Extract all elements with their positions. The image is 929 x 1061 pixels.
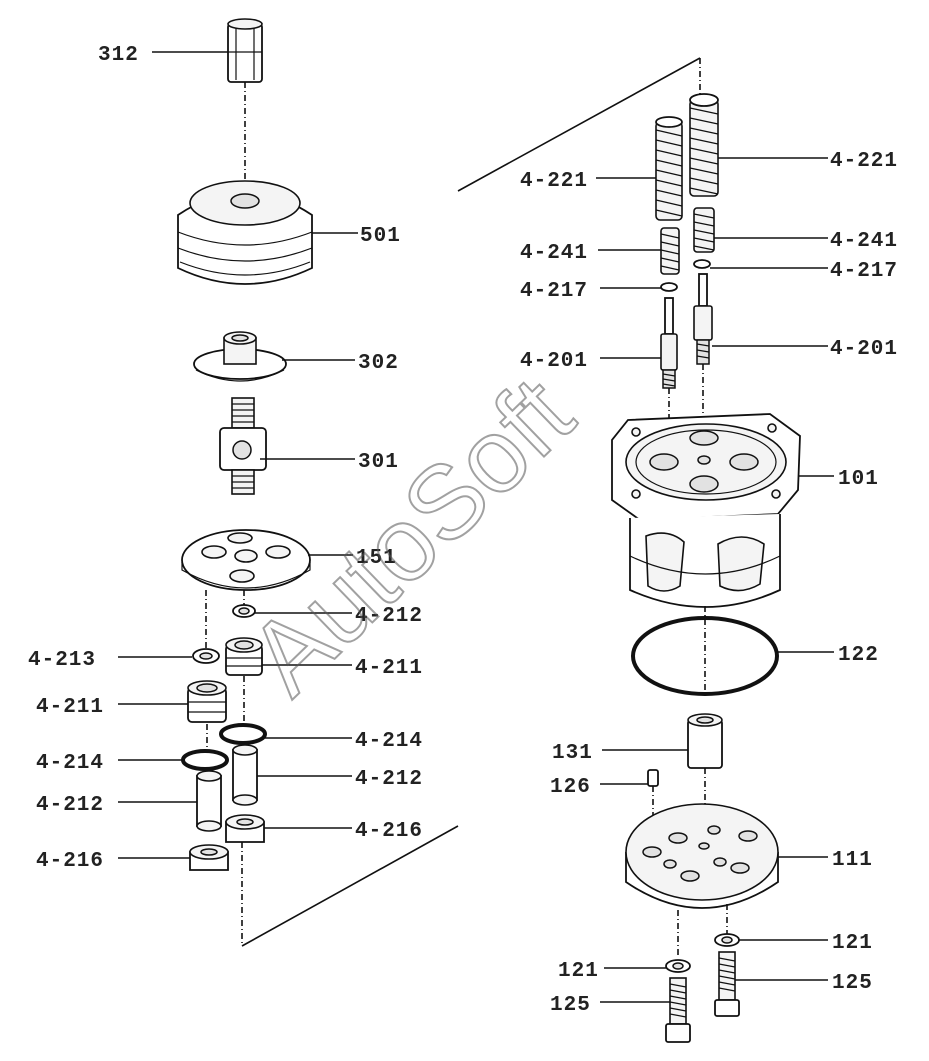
label-4-217-left: 4-217 <box>520 280 588 303</box>
part-4-212-sleeve-right <box>232 744 258 806</box>
label-312: 312 <box>98 44 139 67</box>
part-4-214-oring-right <box>219 723 267 745</box>
part-126-pin <box>647 769 659 787</box>
label-301: 301 <box>358 451 399 474</box>
label-4-201-left: 4-201 <box>520 350 588 373</box>
label-4-201-right: 4-201 <box>830 338 898 361</box>
part-122-oring <box>631 616 779 696</box>
label-111: 111 <box>832 849 873 872</box>
part-151-plate <box>181 529 311 591</box>
label-4-211-right: 4-211 <box>355 657 423 680</box>
part-4-212-sleeve-left <box>196 770 222 832</box>
label-4-212-a: 4-212 <box>355 605 423 628</box>
label-131: 131 <box>552 742 593 765</box>
part-125-bolt-right <box>714 951 740 1017</box>
part-4-212-washer <box>232 604 256 618</box>
part-501-cover <box>177 180 313 285</box>
label-4-212-c: 4-212 <box>355 768 423 791</box>
label-4-214-right: 4-214 <box>355 730 423 753</box>
label-125-right: 125 <box>832 972 873 995</box>
label-4-221-left: 4-221 <box>520 170 588 193</box>
label-4-212-b: 4-212 <box>36 794 104 817</box>
part-302-plate <box>193 331 287 382</box>
part-4-213-washer <box>192 648 220 664</box>
label-4-216-left: 4-216 <box>36 850 104 873</box>
label-151: 151 <box>356 547 397 570</box>
part-4-201-spool-left <box>660 297 678 389</box>
part-4-217-washer-left <box>660 282 678 292</box>
label-126: 126 <box>550 776 591 799</box>
label-501: 501 <box>360 225 401 248</box>
label-122: 122 <box>838 644 879 667</box>
part-101-body <box>611 413 801 608</box>
label-125-left: 125 <box>550 994 591 1017</box>
label-302: 302 <box>358 352 399 375</box>
part-4-216-nut-right <box>225 814 265 843</box>
part-4-214-oring-left <box>181 749 229 771</box>
part-131-sleeve <box>687 713 723 769</box>
label-4-211-left: 4-211 <box>36 696 104 719</box>
part-4-201-spool-right <box>693 273 713 365</box>
label-121-left: 121 <box>558 960 599 983</box>
part-125-bolt-left <box>665 977 691 1043</box>
label-101: 101 <box>838 468 879 491</box>
part-111-cover <box>625 803 779 909</box>
label-4-213: 4-213 <box>28 649 96 672</box>
part-4-221-spring-left <box>655 116 683 221</box>
part-4-221-spring-right <box>689 93 719 197</box>
label-121-right: 121 <box>832 932 873 955</box>
label-4-217-right: 4-217 <box>830 260 898 283</box>
part-301-shaft <box>219 397 267 495</box>
label-4-216-right: 4-216 <box>355 820 423 843</box>
label-4-241-right: 4-241 <box>830 230 898 253</box>
part-4-241-spring-left <box>660 227 680 275</box>
part-4-211-seat-left <box>187 680 227 723</box>
label-4-221-right: 4-221 <box>830 150 898 173</box>
part-4-241-spring-right <box>693 207 715 253</box>
label-4-241-left: 4-241 <box>520 242 588 265</box>
part-312-nut <box>227 18 263 83</box>
part-4-216-nut-left <box>189 844 229 871</box>
part-4-217-washer-right <box>693 259 711 269</box>
label-4-214-left: 4-214 <box>36 752 104 775</box>
part-121-washer-left <box>665 959 691 973</box>
part-121-washer-right <box>714 933 740 947</box>
part-4-211-seat-right <box>225 637 263 676</box>
